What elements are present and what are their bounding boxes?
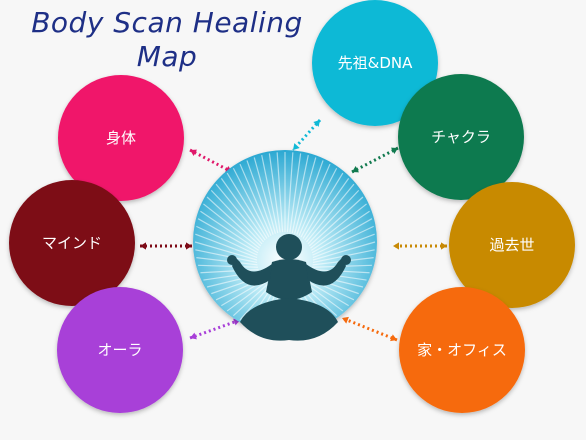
center-ray (304, 279, 349, 307)
title-line-1: Body Scan Healing (31, 6, 303, 39)
center-ray (304, 178, 350, 241)
arrowhead-shintai-0 (190, 149, 197, 156)
center-ray (194, 241, 258, 261)
node-circle-ancestors (312, 0, 438, 126)
center-ray (220, 178, 266, 241)
center-ray (261, 154, 279, 234)
diagram-title: Body Scan Healing Map (22, 6, 312, 74)
center-ray (291, 154, 309, 234)
node-shintai: 身体 (58, 75, 184, 201)
center-ray (196, 257, 258, 266)
connector-ancestors (291, 118, 322, 152)
node-circle-home (399, 287, 525, 413)
center-ray (210, 189, 263, 245)
center-ray (200, 268, 259, 274)
center-ray (196, 225, 258, 256)
center-ray (312, 225, 374, 256)
node-label-pastlife: 過去世 (489, 236, 534, 254)
arrowhead-pastlife-1 (393, 242, 399, 250)
center-ray (232, 282, 270, 317)
node-circle-chakra (398, 74, 524, 200)
center-ray (296, 160, 324, 235)
arrowhead-mind-1 (186, 242, 192, 250)
node-ancestors: 先祖&DNA (312, 0, 438, 126)
title-line-2: Map (136, 40, 198, 73)
center-ray (300, 168, 338, 238)
meditating-person-icon (227, 234, 351, 341)
center-ray (276, 152, 284, 233)
center-node (193, 150, 377, 341)
connector-shintai (189, 148, 233, 174)
node-circle-shintai (58, 75, 184, 201)
node-label-ancestors: 先祖&DNA (338, 54, 413, 72)
center-ray (232, 168, 270, 238)
center-ray (310, 210, 370, 251)
center-ray (203, 203, 260, 249)
center-ray (206, 196, 262, 247)
center-ray (246, 160, 274, 235)
center-ray (226, 172, 268, 239)
node-label-home: 家・オフィス (417, 341, 507, 359)
node-chakra: チャクラ (398, 74, 524, 200)
node-circle-mind (9, 180, 135, 306)
center-ray (312, 241, 376, 261)
center-ray (200, 210, 260, 251)
node-label-chakra: チャクラ (431, 128, 491, 146)
node-pastlife: 過去世 (449, 182, 575, 308)
connector-aura (189, 318, 241, 340)
center-ray (293, 157, 317, 234)
center-ray (239, 283, 272, 321)
node-home: 家・オフィス (399, 287, 525, 413)
center-ray (305, 183, 355, 243)
center-ray (307, 189, 360, 245)
center-ray (302, 172, 344, 239)
center-ray (253, 157, 277, 234)
node-label-mind: マインド (42, 234, 102, 252)
arrowhead-aura-0 (190, 332, 197, 340)
connector-chakra (351, 146, 399, 174)
node-circle-aura (57, 287, 183, 413)
center-ray (311, 218, 373, 254)
center-ray (197, 218, 259, 254)
arrowhead-home-1 (342, 316, 349, 324)
arrowhead-chakra-0 (391, 147, 398, 154)
center-ray (289, 153, 302, 233)
center-ray (268, 153, 281, 233)
arrowhead-ancestors-0 (313, 120, 320, 127)
center-ray (195, 233, 258, 259)
center-ray (239, 163, 272, 236)
center-ray (198, 264, 258, 268)
node-label-aura: オーラ (97, 341, 142, 359)
center-ray (298, 163, 331, 236)
node-circle-pastlife (449, 182, 575, 308)
arrowhead-home-0 (390, 334, 397, 342)
node-mind: マインド (9, 180, 135, 306)
center-ray (215, 183, 265, 243)
center-ray (226, 280, 268, 312)
center-ray (308, 196, 364, 247)
arrowhead-mind-0 (140, 242, 146, 250)
node-aura: オーラ (57, 287, 183, 413)
center-ray (195, 249, 258, 264)
arrowhead-chakra-1 (352, 166, 359, 173)
arrowhead-ancestors-1 (293, 143, 300, 150)
center-ray (310, 203, 367, 249)
center-ray (286, 152, 294, 233)
connector-home (341, 316, 398, 342)
node-label-shintai: 身体 (106, 129, 136, 147)
arrowhead-pastlife-0 (441, 242, 447, 250)
center-ray (312, 233, 375, 259)
